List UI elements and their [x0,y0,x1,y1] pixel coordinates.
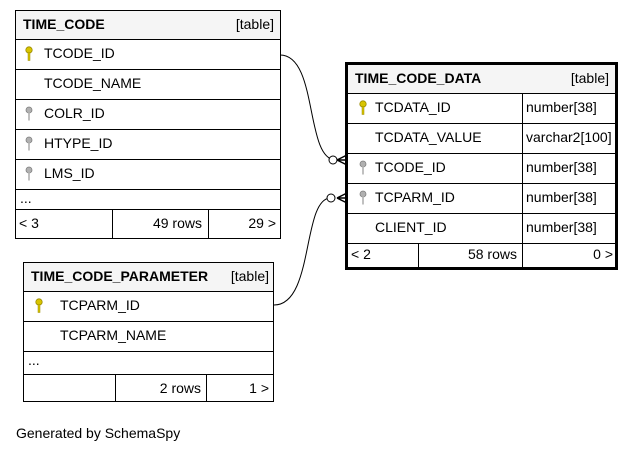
column-name: TCODE_ID [44,45,115,61]
primary-key-icon [358,100,368,119]
column-row[interactable]: TCPARM_ID [24,292,273,322]
connector-tcparm-to-data[interactable] [273,197,331,306]
table-footer: < 2 58 rows 0 > [348,244,615,267]
column-row[interactable]: HTYPE_ID [16,130,280,160]
column-name: TCPARM_NAME [60,327,167,343]
column-name: LMS_ID [44,165,95,181]
connector-end-circle-tcparm [326,193,336,203]
column-name: TCDATA_ID [375,99,451,115]
column-name: TCDATA_VALUE [375,129,482,145]
column-row[interactable]: TCODE_NAME [16,70,280,100]
column-name: HTYPE_ID [44,135,113,151]
table-time-code-parameter[interactable]: TIME_CODE_PARAMETER [table] TCPARM_ID TC… [23,262,274,402]
table-kind: [table] [570,70,609,86]
column-type: number[38] [526,99,597,115]
connector-end-circle-tcode [328,155,338,165]
column-row[interactable]: TCODE_ID [16,40,280,70]
column-row[interactable]: COLR_ID [16,100,280,130]
parents-count[interactable]: < 3 [19,215,39,231]
column-row[interactable]: CLIENT_ID number[38] [348,214,615,244]
table-name: TIME_CODE [23,16,105,32]
column-row[interactable]: TCDATA_ID number[38] [348,94,615,124]
foreign-key-icon [24,166,34,185]
column-row[interactable]: TCPARM_NAME [24,322,273,352]
column-name: TCPARM_ID [60,297,140,313]
table-header[interactable]: TIME_CODE [table] [16,11,280,40]
parents-count[interactable]: < 2 [351,246,371,262]
table-kind: [table] [235,16,274,32]
column-row[interactable]: TCPARM_ID number[38] [348,184,615,214]
column-row[interactable]: TCDATA_VALUE varchar2[100] [348,124,615,154]
column-name: TCODE_NAME [44,75,142,91]
table-name: TIME_CODE_DATA [355,70,482,86]
foreign-key-icon [358,190,368,209]
column-row[interactable]: TCODE_ID number[38] [348,154,615,184]
more-columns-ellipsis: ... [20,190,32,206]
column-name: CLIENT_ID [375,219,447,235]
table-footer: 2 rows 1 > [24,375,273,401]
children-count[interactable]: 0 > [593,246,613,262]
column-type: number[38] [526,159,597,175]
primary-key-icon [34,298,44,317]
children-count[interactable]: 29 > [248,215,276,231]
generated-by-label: Generated by SchemaSpy [16,425,181,441]
table-kind: [table] [230,268,269,284]
foreign-key-icon [24,106,34,125]
column-type: number[38] [526,219,597,235]
more-columns-ellipsis: ... [28,352,40,368]
primary-key-icon [24,46,34,65]
table-time-code[interactable]: TIME_CODE [table] TCODE_ID TCODE_NAME CO… [15,10,281,239]
children-count[interactable]: 1 > [249,380,269,396]
foreign-key-icon [358,160,368,179]
connector-tcode-to-data[interactable] [279,54,336,161]
table-header[interactable]: TIME_CODE_DATA [table] [348,65,615,94]
foreign-key-icon [24,136,34,155]
column-name: TCPARM_ID [375,189,455,205]
row-count: 2 rows [159,380,201,396]
column-type: varchar2[100] [526,129,612,145]
column-name: TCODE_ID [375,159,446,175]
column-name: COLR_ID [44,105,105,121]
row-count: 49 rows [152,215,202,231]
more-columns-row[interactable]: ... [16,190,280,210]
table-footer: < 3 49 rows 29 > [16,210,280,238]
table-header[interactable]: TIME_CODE_PARAMETER [table] [24,263,273,292]
column-type: number[38] [526,189,597,205]
row-count: 58 rows [467,246,517,262]
table-name: TIME_CODE_PARAMETER [31,268,209,284]
column-row[interactable]: LMS_ID [16,160,280,190]
more-columns-row[interactable]: ... [24,352,273,375]
table-time-code-data[interactable]: TIME_CODE_DATA [table] TCDATA_ID number[… [345,62,618,270]
